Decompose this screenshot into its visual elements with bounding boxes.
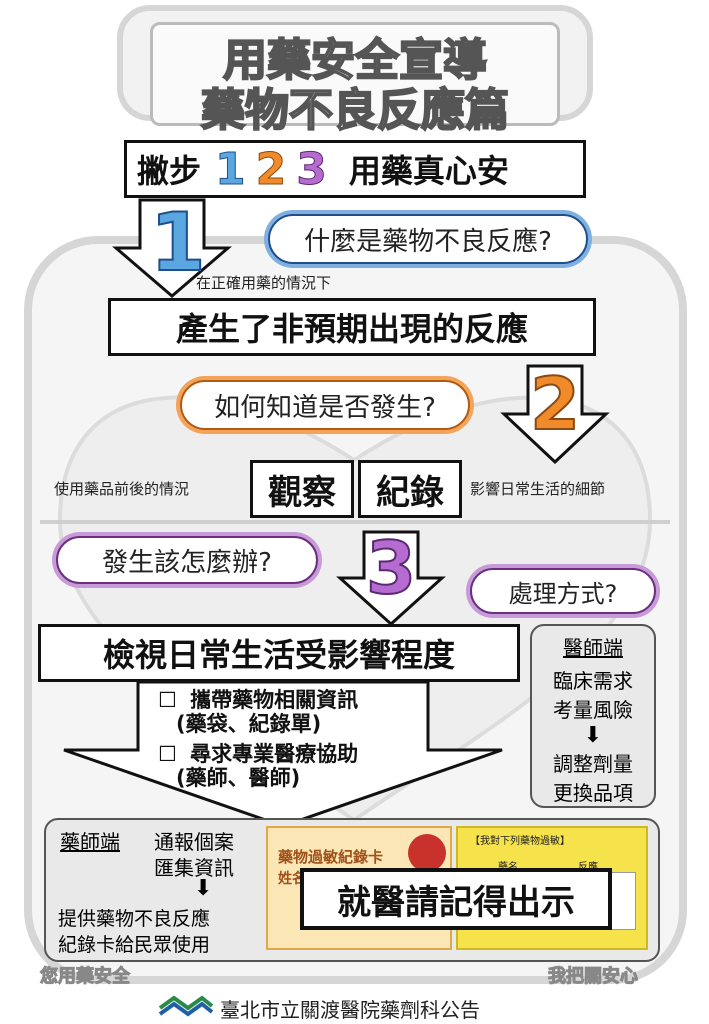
step-3-number-icon: 3: [365, 525, 417, 611]
checklist-text: 攜帶藥物相關資訊: [190, 688, 359, 712]
step-2-right-note: 影響日常生活的細節: [470, 480, 606, 498]
card-title: 藥物過敏紀錄卡: [278, 848, 384, 866]
checklist-item: ☐ 尋求專業醫療協助 (藥師、醫師): [158, 742, 358, 790]
card-name-label: 姓名: [278, 871, 306, 887]
step-2-number-icon: 2: [529, 361, 581, 447]
checklist-sub: (藥師、醫師): [176, 766, 301, 790]
title-line-1: 用藥安全宣導: [222, 34, 488, 87]
pharmacist-title: 藥師端: [60, 830, 120, 854]
step-3-question-bubble: 發生該怎麼辦?: [56, 536, 318, 584]
card-mascot-icon: [408, 834, 446, 872]
pharmacist-result: 提供藥物不良反應: [58, 908, 211, 930]
step-1-question-bubble: 什麼是藥物不良反應?: [268, 214, 588, 264]
big-down-arrow-icon: [63, 680, 503, 828]
footer-organization: 臺北市立關渡醫院藥劑科公告: [220, 998, 480, 1022]
checklist-sub: (藥袋、紀錄單): [176, 712, 322, 736]
footer-right-slogan: 我把關安心: [548, 966, 639, 988]
header-prefix: 撇步: [137, 152, 202, 190]
record-box: 紀錄: [358, 460, 462, 518]
doctor-panel: 醫師端 臨床需求 考量風險 ⬇ 調整劑量 更換品項: [530, 624, 656, 808]
down-arrow-icon: [112, 198, 232, 298]
arrow-down-icon: ⬇: [583, 723, 603, 748]
header-digit-3: 3: [296, 143, 328, 195]
cta-box: 就醫請記得出示: [300, 868, 612, 930]
step-1-number-icon: 1: [149, 195, 207, 290]
down-arrow-icon: [336, 530, 446, 626]
step-1-condition-note: 在正確用藥的情況下: [196, 274, 332, 292]
step-2-left-note: 使用藥品前後的情況: [54, 480, 190, 498]
card-col-reaction: 反應: [578, 858, 598, 873]
handling-bubble: 處理方式?: [470, 568, 656, 614]
doctor-result: 調整劑量: [553, 752, 633, 776]
pharmacist-line: 通報個案: [154, 830, 234, 854]
observe-box: 觀察: [250, 460, 354, 518]
step-2-question-bubble: 如何知道是否發生?: [180, 380, 470, 430]
doctor-line: 考量風險: [553, 698, 633, 722]
checkbox-icon: ☐: [158, 742, 177, 766]
footer-left-slogan: 您用藥安全: [40, 966, 131, 988]
header-digit-1: 1: [215, 143, 247, 195]
down-arrow-icon: [500, 364, 610, 464]
impact-box: 檢視日常生活受影響程度: [38, 624, 520, 682]
header-digit-2: 2: [255, 143, 287, 195]
doctor-result: 更換品項: [553, 781, 633, 805]
pharmacist-result: 紀錄卡給民眾使用: [58, 934, 211, 956]
pharmacist-line: 匯集資訊: [154, 856, 234, 880]
header-box: 撇步 1 2 3 用藥真心安: [124, 140, 586, 198]
definition-box: 產生了非預期出現的反應: [108, 298, 596, 356]
hospital-logo-icon: [158, 995, 214, 1017]
checklist-item: ☐ 攜帶藥物相關資訊 (藥袋、紀錄單): [158, 688, 358, 736]
checkbox-icon: ☐: [158, 688, 177, 712]
arrow-down-icon: ⬇: [194, 876, 213, 901]
card-col-drug: 藥名: [498, 858, 518, 873]
checklist-text: 尋求專業醫療協助: [190, 742, 359, 766]
doctor-line: 臨床需求: [553, 669, 633, 693]
header-suffix: 用藥真心安: [348, 152, 509, 190]
title-frame: [150, 22, 560, 126]
doctor-title: 醫師端: [563, 636, 623, 660]
card-right-header: 【我對下列藥物過敏】: [470, 836, 570, 847]
title-line-2: 藥物不良反應篇: [200, 84, 510, 137]
